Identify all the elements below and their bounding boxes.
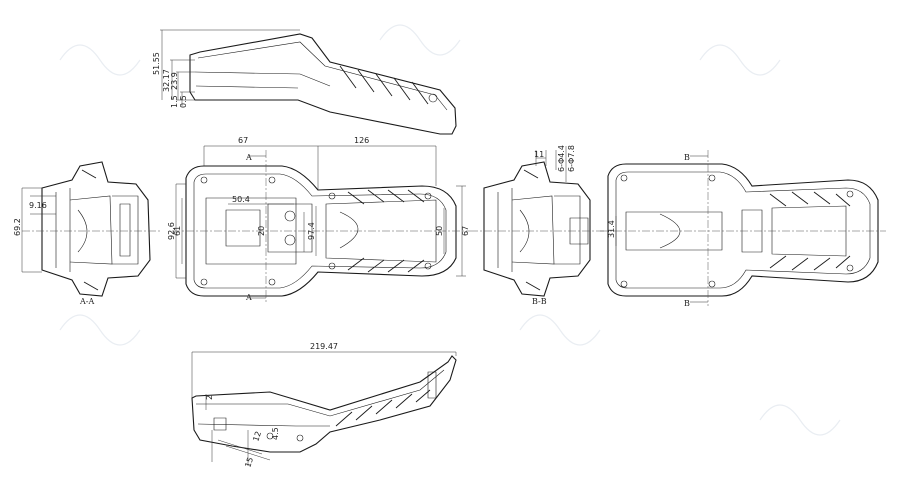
cut-mark: A	[245, 153, 252, 162]
dim-label: 69.2	[13, 218, 22, 236]
dim-label: 31.4	[607, 220, 616, 238]
section-label: B-B	[532, 297, 547, 306]
dim-label: 61	[173, 226, 182, 236]
top-view: 67 126 50.4 92.6 61 20 97.4 50 67 A A	[167, 136, 470, 304]
dim-label: 219.47	[310, 342, 338, 351]
dim-label: 11	[534, 150, 544, 159]
dim-label: 4.5	[271, 427, 280, 440]
cut-mark: A	[245, 293, 252, 302]
dim-label: 67	[238, 136, 248, 145]
dim-label: 20	[257, 226, 266, 236]
dim-label: 12	[251, 430, 263, 442]
dim-label: 97.4	[307, 222, 316, 240]
side-view-top: 51.55 32.17 23.9 1.5 0.5	[152, 29, 457, 135]
dim-label: 67	[461, 226, 470, 236]
dim-label: 126	[354, 136, 369, 145]
dim-label: 92.6	[167, 222, 176, 240]
dim-label: 1.5	[170, 95, 179, 108]
dim-label: 23.9	[170, 72, 179, 90]
section-bb: 11 6-Φ4.4 6-Φ7.8 B-B	[470, 145, 604, 306]
dim-label: 0.5	[179, 95, 188, 108]
cut-mark: B	[684, 153, 690, 162]
section-label: A-A	[79, 297, 94, 306]
side-view-bottom: 219.47 2 12 4.5 15	[191, 342, 457, 469]
dim-label: 6-Φ4.4	[557, 145, 566, 172]
bottom-view: 31.4 B B	[600, 150, 886, 308]
dim-label: 51.55	[152, 52, 161, 75]
dim-label: 50.4	[232, 195, 250, 204]
dim-label: 9.16	[29, 201, 47, 210]
dim-label: 2	[205, 395, 214, 400]
cut-mark: B	[684, 299, 690, 308]
section-aa: 9.16 69.2 A-A	[13, 161, 160, 306]
dim-label: 32.17	[162, 69, 171, 92]
watermark	[59, 24, 841, 436]
dim-label: 6-Φ7.8	[567, 145, 576, 172]
dim-label: 15	[243, 456, 255, 468]
dim-label: 50	[435, 226, 444, 236]
